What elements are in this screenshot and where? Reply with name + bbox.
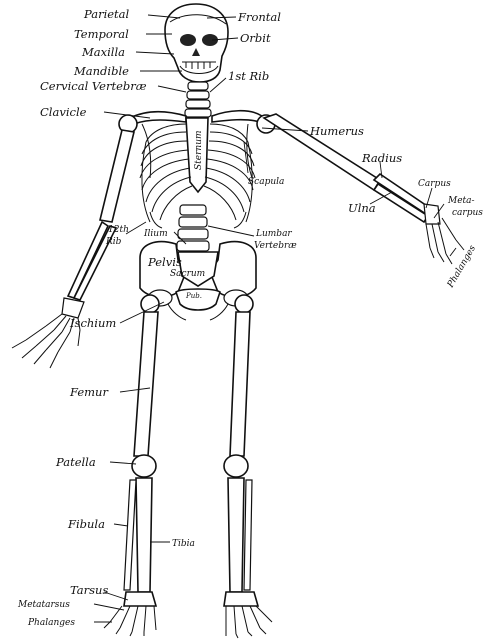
label-maxilla: Maxilla (81, 45, 125, 59)
label-sacrum: Sacrum (170, 269, 205, 279)
label-lumbar-2: Vertebræ (254, 241, 297, 251)
label-ischium: Ischium (69, 316, 116, 330)
label-carpus: Carpus (418, 179, 451, 189)
leader-lines (93, 14, 457, 623)
label-lumbar-1: Lumbar (255, 229, 292, 239)
label-cervical-vertebrae: Cervical Vertebræ (40, 79, 147, 93)
label-fibula: Fibula (67, 517, 105, 531)
label-ulna: Ulna (348, 201, 376, 215)
label-humerus: Humerus (309, 124, 364, 138)
label-frontal: Frontal (237, 10, 281, 24)
label-metatarsus: Metatarsus (17, 600, 70, 610)
label-parietal: Parietal (83, 7, 130, 21)
label-tibia: Tibia (172, 539, 195, 549)
pelvis (139, 240, 257, 321)
label-pubis: Pub. (185, 292, 202, 300)
label-twelfth-rib-2: Rib (105, 237, 122, 247)
label-orbit: Orbit (240, 31, 271, 45)
label-patella: Patella (55, 455, 96, 469)
label-mandible: Mandible (73, 64, 129, 78)
label-first-rib: 1st Rib (228, 69, 269, 83)
label-sternum: Sternum (194, 130, 204, 170)
label-ilium: Ilium (143, 229, 168, 239)
label-phalanges-foot: Phalanges (27, 618, 75, 628)
label-clavicle: Clavicle (40, 105, 87, 119)
label-metacarpus-2: carpus (452, 208, 483, 218)
label-temporal: Temporal (74, 27, 129, 41)
labels: Parietal Frontal Temporal Orbit Maxilla … (17, 7, 483, 628)
label-phalanges-hand: Phalanges (445, 243, 478, 290)
label-twelfth-rib-1: 12th (108, 225, 129, 235)
label-scapula: Scapula (248, 177, 284, 187)
left-arm (11, 114, 138, 369)
label-pelvis: Pelvis (147, 255, 182, 269)
right-leg (223, 294, 273, 639)
rib-cage (139, 117, 256, 229)
label-metacarpus-1: Meta- (447, 196, 475, 206)
skull (164, 3, 229, 83)
label-femur: Femur (69, 385, 109, 399)
right-arm (256, 113, 465, 265)
left-leg (103, 294, 160, 637)
label-radius: Radius (361, 151, 402, 165)
label-tarsus: Tarsus (70, 583, 108, 597)
